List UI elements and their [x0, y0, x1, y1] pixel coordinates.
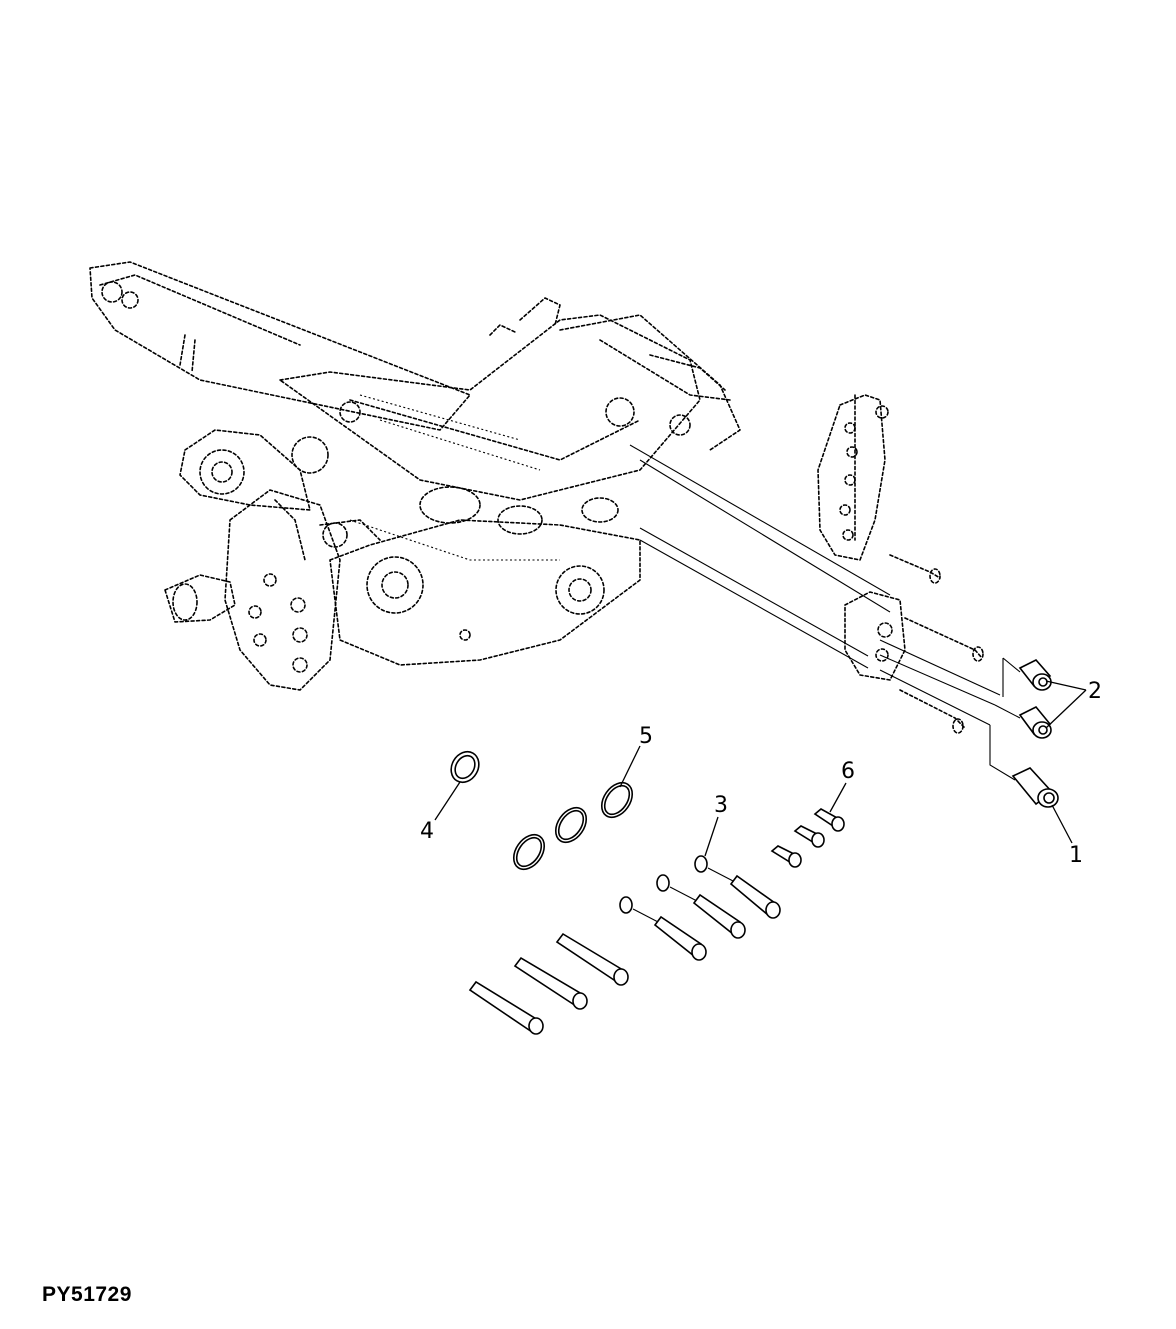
callout-6: 6 — [841, 759, 855, 784]
callout-2: 2 — [1088, 679, 1102, 704]
bolts-with-washers — [619, 855, 781, 961]
leader-lines — [434, 680, 1087, 857]
fitting-lower — [1011, 767, 1059, 808]
callout-numbers: 1 2 3 4 5 6 — [420, 679, 1102, 868]
short-cap-screws — [770, 808, 845, 868]
callout-1: 1 — [1069, 843, 1083, 868]
callout-3: 3 — [714, 793, 728, 818]
axle-housing-ghost — [89, 261, 984, 734]
figure-id-label: PY51729 — [42, 1283, 132, 1306]
fitting-upper — [1018, 659, 1052, 691]
fitting-middle — [1018, 705, 1052, 739]
o-rings — [512, 781, 634, 871]
seal-ring — [450, 750, 480, 784]
callout-5: 5 — [639, 724, 653, 749]
long-bolts — [468, 932, 629, 1035]
callout-4: 4 — [420, 819, 434, 844]
hydraulic-line-paths — [629, 444, 1021, 781]
